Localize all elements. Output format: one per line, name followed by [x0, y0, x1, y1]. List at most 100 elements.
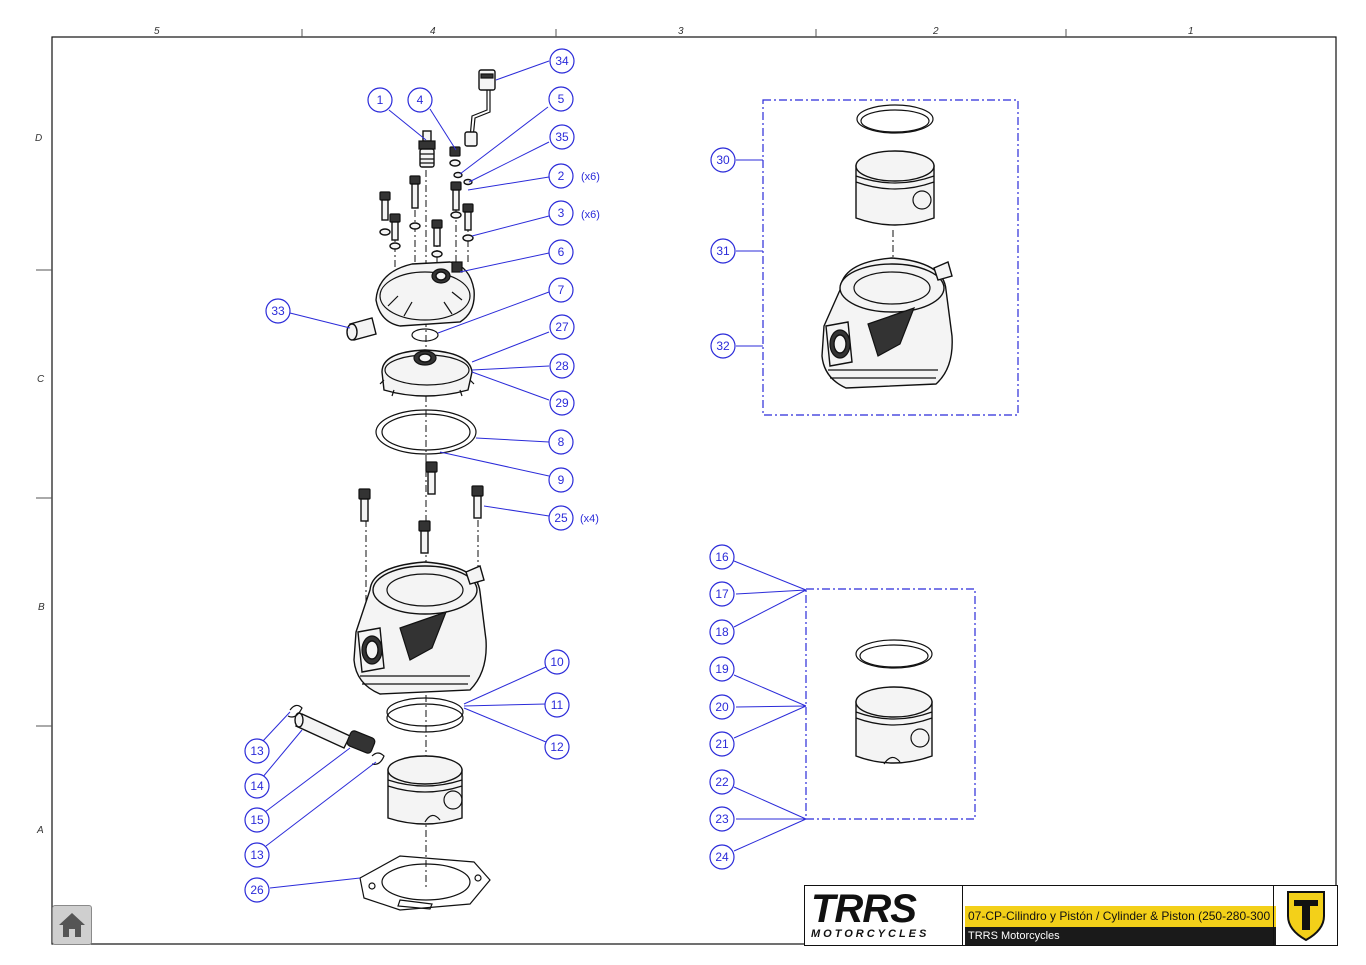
cylinder-bolts-group: [358, 461, 484, 554]
svg-text:35: 35: [555, 130, 569, 144]
circlip-part: [287, 704, 303, 718]
water-outlet-part: [346, 317, 377, 341]
svg-text:1: 1: [377, 93, 384, 107]
callout-bubble-5: 5: [548, 86, 574, 112]
svg-text:17: 17: [715, 587, 729, 601]
piston-part: [387, 755, 463, 825]
callout-bubble-29: 29: [549, 390, 575, 416]
svg-text:10: 10: [550, 655, 564, 669]
callout-bubble-17: 17: [709, 581, 735, 607]
svg-text:5: 5: [558, 92, 565, 106]
home-icon: [59, 913, 85, 937]
kit-cylinder-body: [821, 257, 953, 389]
callout-bubble-22: 22: [709, 769, 735, 795]
svg-text:(x6): (x6): [581, 171, 600, 183]
svg-text:21: 21: [715, 737, 729, 751]
svg-text:26: 26: [250, 883, 264, 897]
callout-bubble-12: 12: [544, 734, 570, 760]
svg-text:20: 20: [715, 700, 729, 714]
svg-text:7: 7: [558, 283, 565, 297]
callout-bubble-26: 26: [244, 877, 270, 903]
svg-text:14: 14: [250, 779, 264, 793]
circlip-part: [371, 752, 385, 765]
spark-plug-part: [418, 130, 436, 168]
grid-row-label: C: [37, 374, 45, 385]
svg-text:25: 25: [554, 511, 568, 525]
callout-bubble-1: 1: [367, 87, 393, 113]
grid-col-label: 4: [430, 26, 436, 37]
svg-text:28: 28: [555, 359, 569, 373]
callout-bubble-25: 25 (x4): [548, 505, 599, 531]
callout-bubble-27: 27: [549, 314, 575, 340]
sensor-connector-part: [464, 69, 496, 147]
svg-text:24: 24: [715, 850, 729, 864]
drawing-border: [51, 36, 1337, 945]
svg-text:2: 2: [558, 169, 565, 183]
o-ring-part: [411, 328, 439, 342]
svg-text:34: 34: [555, 54, 569, 68]
nut-part: [449, 146, 461, 167]
kit-cylinder-piston: [855, 150, 935, 226]
kit-piston: [855, 686, 933, 765]
callout-bubble-16: 16: [709, 544, 735, 570]
trrs-shield-icon: [1273, 886, 1338, 945]
svg-text:18: 18: [715, 625, 729, 639]
home-button[interactable]: [52, 905, 92, 945]
cylinder-head-part: [375, 261, 475, 327]
svg-text:6: 6: [558, 245, 565, 259]
grid-ticks: [36, 29, 1067, 727]
svg-text:30: 30: [716, 153, 730, 167]
callout-bubble-28: 28: [549, 353, 575, 379]
needle-bearing-part: [346, 730, 376, 754]
head-gasket-inner: [381, 413, 471, 451]
callout-bubble-7: 7: [548, 277, 574, 303]
svg-text:19: 19: [715, 662, 729, 676]
grid-row-label: A: [36, 825, 44, 836]
svg-text:31: 31: [716, 244, 730, 258]
svg-text:33: 33: [271, 304, 285, 318]
svg-text:15: 15: [250, 813, 264, 827]
svg-text:11: 11: [551, 698, 564, 712]
callout-bubble-13b: 13: [244, 842, 270, 868]
svg-text:32: 32: [716, 339, 730, 353]
svg-text:13: 13: [250, 848, 264, 862]
svg-text:8: 8: [558, 435, 565, 449]
svg-text:23: 23: [715, 812, 729, 826]
callout-bubble-32: 32: [710, 333, 736, 359]
svg-text:4: 4: [417, 93, 424, 107]
svg-text:22: 22: [715, 775, 729, 789]
piston-rings-part-2: [386, 703, 464, 733]
cylinder-part: [353, 561, 487, 695]
combustion-insert-part: [379, 349, 475, 397]
svg-text:13: 13: [250, 744, 264, 758]
callout-bubble-14: 14: [244, 773, 270, 799]
callout-bubble-19: 19: [709, 656, 735, 682]
head-gasket-part: [375, 409, 477, 455]
callout-bubble-8: 8: [548, 429, 574, 455]
callout-bubble-23: 23: [709, 806, 735, 832]
callout-bubble-24: 24: [709, 844, 735, 870]
svg-text:(x4): (x4): [580, 513, 599, 525]
callout-bubble-34: 34: [549, 48, 575, 74]
svg-text:29: 29: [555, 396, 569, 410]
svg-text:12: 12: [550, 740, 564, 754]
svg-text:3: 3: [558, 206, 565, 220]
callout-bubble-10: 10: [544, 649, 570, 675]
brand-logo-text: TRRS: [811, 887, 917, 931]
callout-bubble-15: 15: [244, 807, 270, 833]
callout-bubble-18: 18: [709, 619, 735, 645]
head-bolts-group: [379, 175, 474, 258]
svg-text:16: 16: [715, 550, 729, 564]
grid-col-label: 5: [154, 26, 160, 37]
leader-lines: [261, 60, 807, 889]
grid-col-label: 1: [1188, 26, 1194, 37]
callout-bubble-30: 30: [710, 147, 736, 173]
svg-text:27: 27: [555, 320, 569, 334]
callout-bubble-3: 3(x6): [548, 200, 600, 226]
title-block: TRRS MOTORCYCLES 07-CP-Cilindro y Pistón…: [804, 885, 1338, 946]
grid-row-label: B: [38, 602, 45, 613]
kit-piston-ring: [855, 639, 933, 669]
callout-bubble-9: 9: [548, 467, 574, 493]
callout-bubble-2: 2 (x6): [548, 163, 600, 189]
